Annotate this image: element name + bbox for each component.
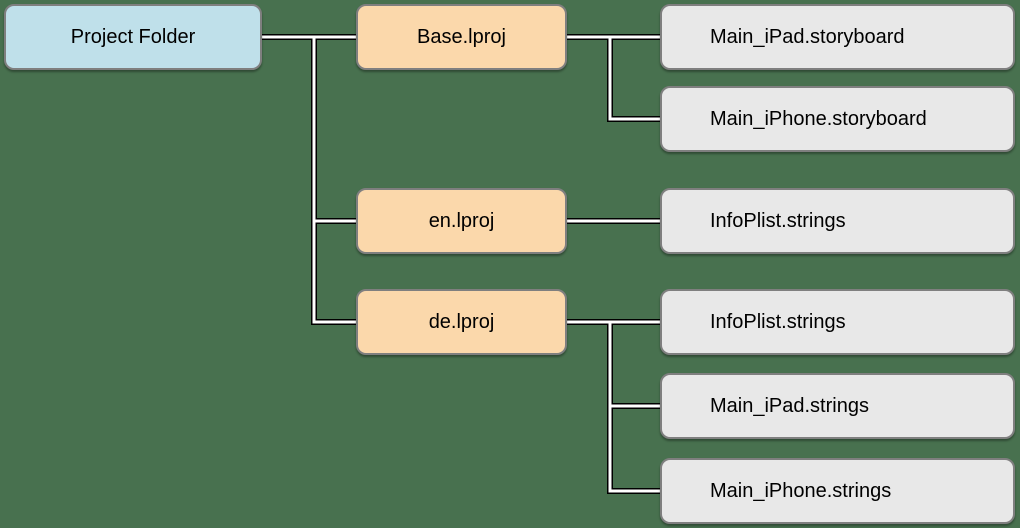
node-infoplist-strings-de: InfoPlist.strings (660, 289, 1015, 355)
node-main-iphone-strings: Main_iPhone.strings (660, 458, 1015, 524)
node-infoplist-strings-en: InfoPlist.strings (660, 188, 1015, 254)
node-main-ipad-strings: Main_iPad.strings (660, 373, 1015, 439)
connector-cores (260, 35, 662, 493)
connector-base-to-iphone-sb-casing (607, 37, 662, 122)
connector-casings (260, 34, 662, 494)
connector-de-to-iphone-str-core (608, 322, 662, 493)
connector-base-to-iphone-sb-core (608, 37, 662, 121)
node-en-lproj: en.lproj (356, 188, 567, 254)
node-project-folder: Project Folder (4, 4, 262, 70)
node-main-ipad-storyboard: Main_iPad.storyboard (660, 4, 1015, 70)
connector-root-trunk-to-de-casing (311, 37, 358, 325)
connector-root-trunk-to-de-core (312, 37, 358, 324)
node-main-iphone-storyboard: Main_iPhone.storyboard (660, 86, 1015, 152)
node-de-lproj: de.lproj (356, 289, 567, 355)
node-base-lproj: Base.lproj (356, 4, 567, 70)
